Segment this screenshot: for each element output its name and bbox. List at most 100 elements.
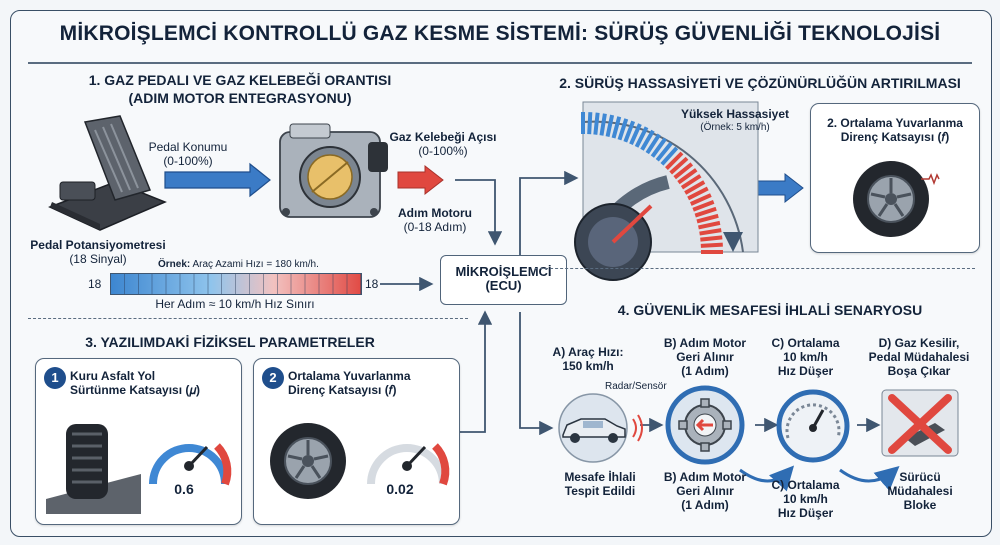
precision-tick — [634, 126, 649, 148]
section3-divider — [28, 318, 468, 320]
vehicle-speed-value: 150 km/h — [562, 359, 614, 373]
driver-blocked-line3: Bloke — [903, 498, 937, 512]
stepper-back-bottom-line1: B) Adım Motor — [663, 470, 747, 484]
precision-tick — [696, 213, 719, 224]
friction-gauge-icon — [149, 443, 232, 486]
throttle-angle-label: Gaz Kelebeği Açısı (0-100%) — [378, 130, 508, 158]
radar-sensor-label: Radar/Sensör — [605, 381, 667, 392]
precision-tick — [687, 186, 709, 201]
speed-drop-top-line3: Hız Düşer — [777, 364, 834, 378]
vehicle-speed-label: A) Araç Hızı: 150 km/h — [548, 345, 628, 373]
section4-title: 4. GÜVENLİK MESAFESİ İHLALİ SENARYOSU — [617, 302, 923, 318]
precision-tick — [698, 220, 721, 230]
precision-tick — [700, 235, 723, 242]
throttle-angle-range: (0-100%) — [418, 144, 468, 158]
violation-line2: Tespit Edildi — [564, 484, 636, 498]
rolling-card-title: 2. Ortalama Yuvarlanma — [827, 116, 963, 130]
bar-caption: Her Adım ≈ 10 km/h Hız Sınırı — [155, 297, 315, 311]
precision-tick — [694, 206, 717, 218]
ecu-box: MİKROİŞLEMCİ (ECU) — [440, 255, 567, 305]
potentiometer-signals: (18 Sinyal) — [69, 252, 127, 266]
stepper-back-top-label: B) Adım Motor Geri Alınır (1 Adım) — [655, 336, 755, 378]
precision-tick — [700, 242, 723, 248]
gas-pedal-icon — [48, 115, 167, 231]
rolling-param-line1: Ortalama Yuvarlanma — [288, 369, 411, 383]
precision-tick — [587, 112, 593, 135]
throttle-body-icon — [279, 123, 388, 218]
section1-title-line2: (ADIM MOTOR ENTEGRASYONU) — [128, 90, 352, 106]
precision-tick — [629, 123, 642, 146]
precision-tick — [605, 114, 615, 137]
precision-tick — [611, 116, 622, 139]
driver-blocked-line1: Sürücü — [899, 470, 941, 484]
speed-drop-bottom-line3: Hız Düşer — [777, 506, 834, 520]
section4-divider — [535, 268, 975, 270]
friction-title-line1: Kuru Asfalt Yol — [70, 369, 156, 383]
precision-tick — [599, 113, 607, 136]
section1-title-line1: 1. GAZ PEDALI VE GAZ KELEBEĞİ ORANTISI — [88, 72, 392, 88]
throttle-cut-line3: Boşa Çıkar — [887, 364, 951, 378]
violation-detected-label: Mesafe İhlali Tespit Edildi — [555, 470, 645, 498]
pedal-position-label: Pedal Konumu (0-100%) — [138, 140, 238, 168]
pedal-position-range: (0-100%) — [163, 154, 213, 168]
precision-title: Yüksek Hassasiyet — [680, 107, 790, 121]
precision-tick — [665, 151, 684, 170]
precision-tick — [673, 162, 694, 180]
driver-blocked-line2: Müdahalesi — [887, 484, 953, 498]
speed-drop-top-line1: C) Ortalama — [771, 336, 840, 350]
stepper-back-bottom-label: B) Adım Motor Geri Alınır (1 Adım) — [655, 470, 755, 512]
speed-drop-bottom-line2: 10 km/h — [783, 492, 828, 506]
stepper-motor-label: Adım Motoru (0-18 Adım) — [380, 206, 490, 234]
precision-tick — [645, 133, 661, 155]
precision-tick — [623, 120, 636, 143]
rolling-resistance-param-card: 2 Ortalama Yuvarlanma Direnç Katsayısı (… — [253, 358, 460, 525]
throttle-cut-line1: D) Gaz Kesilir, — [878, 336, 960, 350]
speed-drop-top-line2: 10 km/h — [783, 350, 828, 364]
example-note: Örnek: Araç Azami Hızı = 180 km/h. — [158, 259, 418, 270]
rolling-param-title: Ortalama Yuvarlanma Direnç Katsayısı (𝑓) — [288, 369, 453, 397]
example-note-prefix: Örnek: — [158, 259, 191, 270]
step-gradient-bar — [110, 273, 362, 295]
precision-example: (Örnek: 5 km/h) — [700, 122, 770, 133]
precision-tick — [655, 141, 673, 162]
stepper-back-top-line1: B) Adım Motor — [663, 336, 747, 350]
friction-card: 1 Kuru Asfalt Yol Sürtünme Katsayısı (𝜇)… — [35, 358, 242, 525]
car-icon — [558, 393, 643, 463]
rolling-gauge-icon — [367, 443, 450, 486]
pedal-potentiometer-label: Pedal Potansiyometresi (18 Sinyal) — [18, 238, 178, 266]
section2-title: 2. SÜRÜŞ HASSASİYETİ VE ÇÖZÜNÜRLÜĞÜN ART… — [559, 75, 961, 91]
precision-tick — [680, 174, 702, 190]
driver-blocked-label: Sürücü Müdahalesi Bloke — [880, 470, 960, 512]
stepper-motor-range: (0-18 Adım) — [403, 220, 467, 234]
ecu-label: MİKROİŞLEMCİ — [455, 264, 552, 279]
speed-drop-bottom-line1: C) Ortalama — [771, 478, 840, 492]
precision-label: Yüksek Hassasiyet (Örnek: 5 km/h) — [675, 107, 795, 135]
violation-line1: Mesafe İhlali — [564, 470, 636, 484]
precision-tick — [677, 168, 698, 185]
stepper-motor-title: Adım Motoru — [398, 206, 472, 220]
example-note-text: Araç Azami Hızı = 180 km/h. — [190, 259, 319, 270]
precision-tick — [593, 112, 600, 135]
precision-tick — [684, 180, 706, 195]
precision-tick — [650, 137, 667, 158]
friction-card-number: 1 — [44, 367, 66, 389]
page-title: MİKROİŞLEMCİ KONTROLLÜ GAZ KESME SİSTEMİ… — [59, 22, 941, 45]
speedometer-icon — [776, 389, 850, 463]
friction-title-line2: Sürtünme Katsayısı (𝜇) — [70, 383, 201, 397]
title-divider — [28, 62, 972, 64]
stepper-back-bottom-line3: (1 Adım) — [681, 498, 729, 512]
throttle-angle-title: Gaz Kelebeği Açısı — [389, 130, 497, 144]
friction-value: 0.6 — [174, 481, 194, 497]
stepper-back-top-line3: (1 Adım) — [681, 364, 729, 378]
precision-gauge-icon — [574, 101, 759, 281]
rolling-resistance-card: 2. Ortalama Yuvarlanma Direnç Katsayısı … — [810, 103, 980, 253]
precision-tick — [617, 118, 629, 141]
precision-tick — [640, 129, 655, 151]
blocked-pedal-icon — [881, 389, 959, 457]
wheel-icon — [270, 423, 346, 499]
gear-icon — [665, 385, 745, 465]
vehicle-speed-title: A) Araç Hızı: — [552, 345, 624, 359]
friction-card-title: Kuru Asfalt Yol Sürtünme Katsayısı (𝜇) — [70, 369, 230, 397]
precision-tick — [699, 228, 722, 236]
section3-title: 3. YAZILIMDAKİ FİZİKSEL PARAMETRELER — [85, 334, 375, 350]
